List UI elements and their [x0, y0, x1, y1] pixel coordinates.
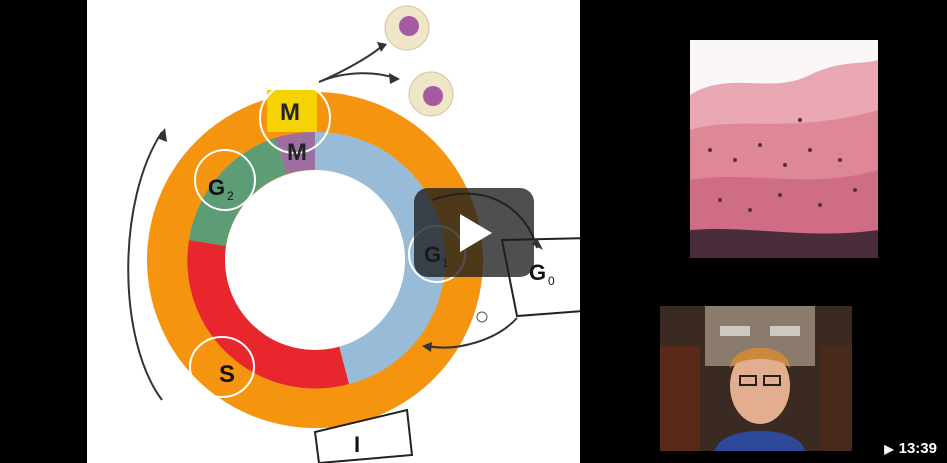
cycle-direction-arrow [127, 131, 163, 401]
micrograph-image [690, 40, 878, 258]
interphase-box [313, 408, 414, 463]
daughter-cell-1-nucleus [399, 16, 419, 36]
g1-segment [315, 131, 446, 384]
interphase-label: I [354, 432, 360, 457]
marker-dot [476, 311, 488, 323]
g2-label: G [208, 175, 225, 200]
mitosis-outer-box [267, 90, 317, 132]
g2-subscript: 2 [227, 189, 234, 203]
g0-return-arrow [426, 317, 518, 349]
cycle-center [225, 170, 405, 350]
video-duration-badge: ▶ 13:39 [880, 438, 941, 459]
daughter-cell-arrow-2 [318, 72, 396, 83]
video-duration: 13:39 [898, 440, 937, 457]
play-button[interactable] [414, 188, 534, 277]
s-label: S [219, 361, 235, 388]
play-indicator-icon: ▶ [884, 441, 894, 456]
daughter-cell-2-nucleus [423, 86, 443, 106]
daughter-cell-arrow-1 [318, 45, 383, 83]
s-circle-annotation [189, 336, 255, 398]
g2-circle-annotation [194, 149, 256, 211]
s-segment [187, 240, 349, 389]
presenter-image [660, 306, 852, 451]
g0-subscript: 0 [548, 274, 555, 288]
presenter-webcam [660, 306, 852, 451]
tissue-micrograph [690, 40, 878, 258]
play-icon [460, 214, 492, 252]
mitosis-outer-label: M [280, 99, 300, 126]
g2-segment [189, 138, 287, 246]
mitosis-circle-annotation [259, 82, 331, 154]
cell-cycle-diagram: M M G 2 G 1 G 0 S I [127, 5, 580, 463]
mitosis-inner-label: M [287, 139, 307, 166]
